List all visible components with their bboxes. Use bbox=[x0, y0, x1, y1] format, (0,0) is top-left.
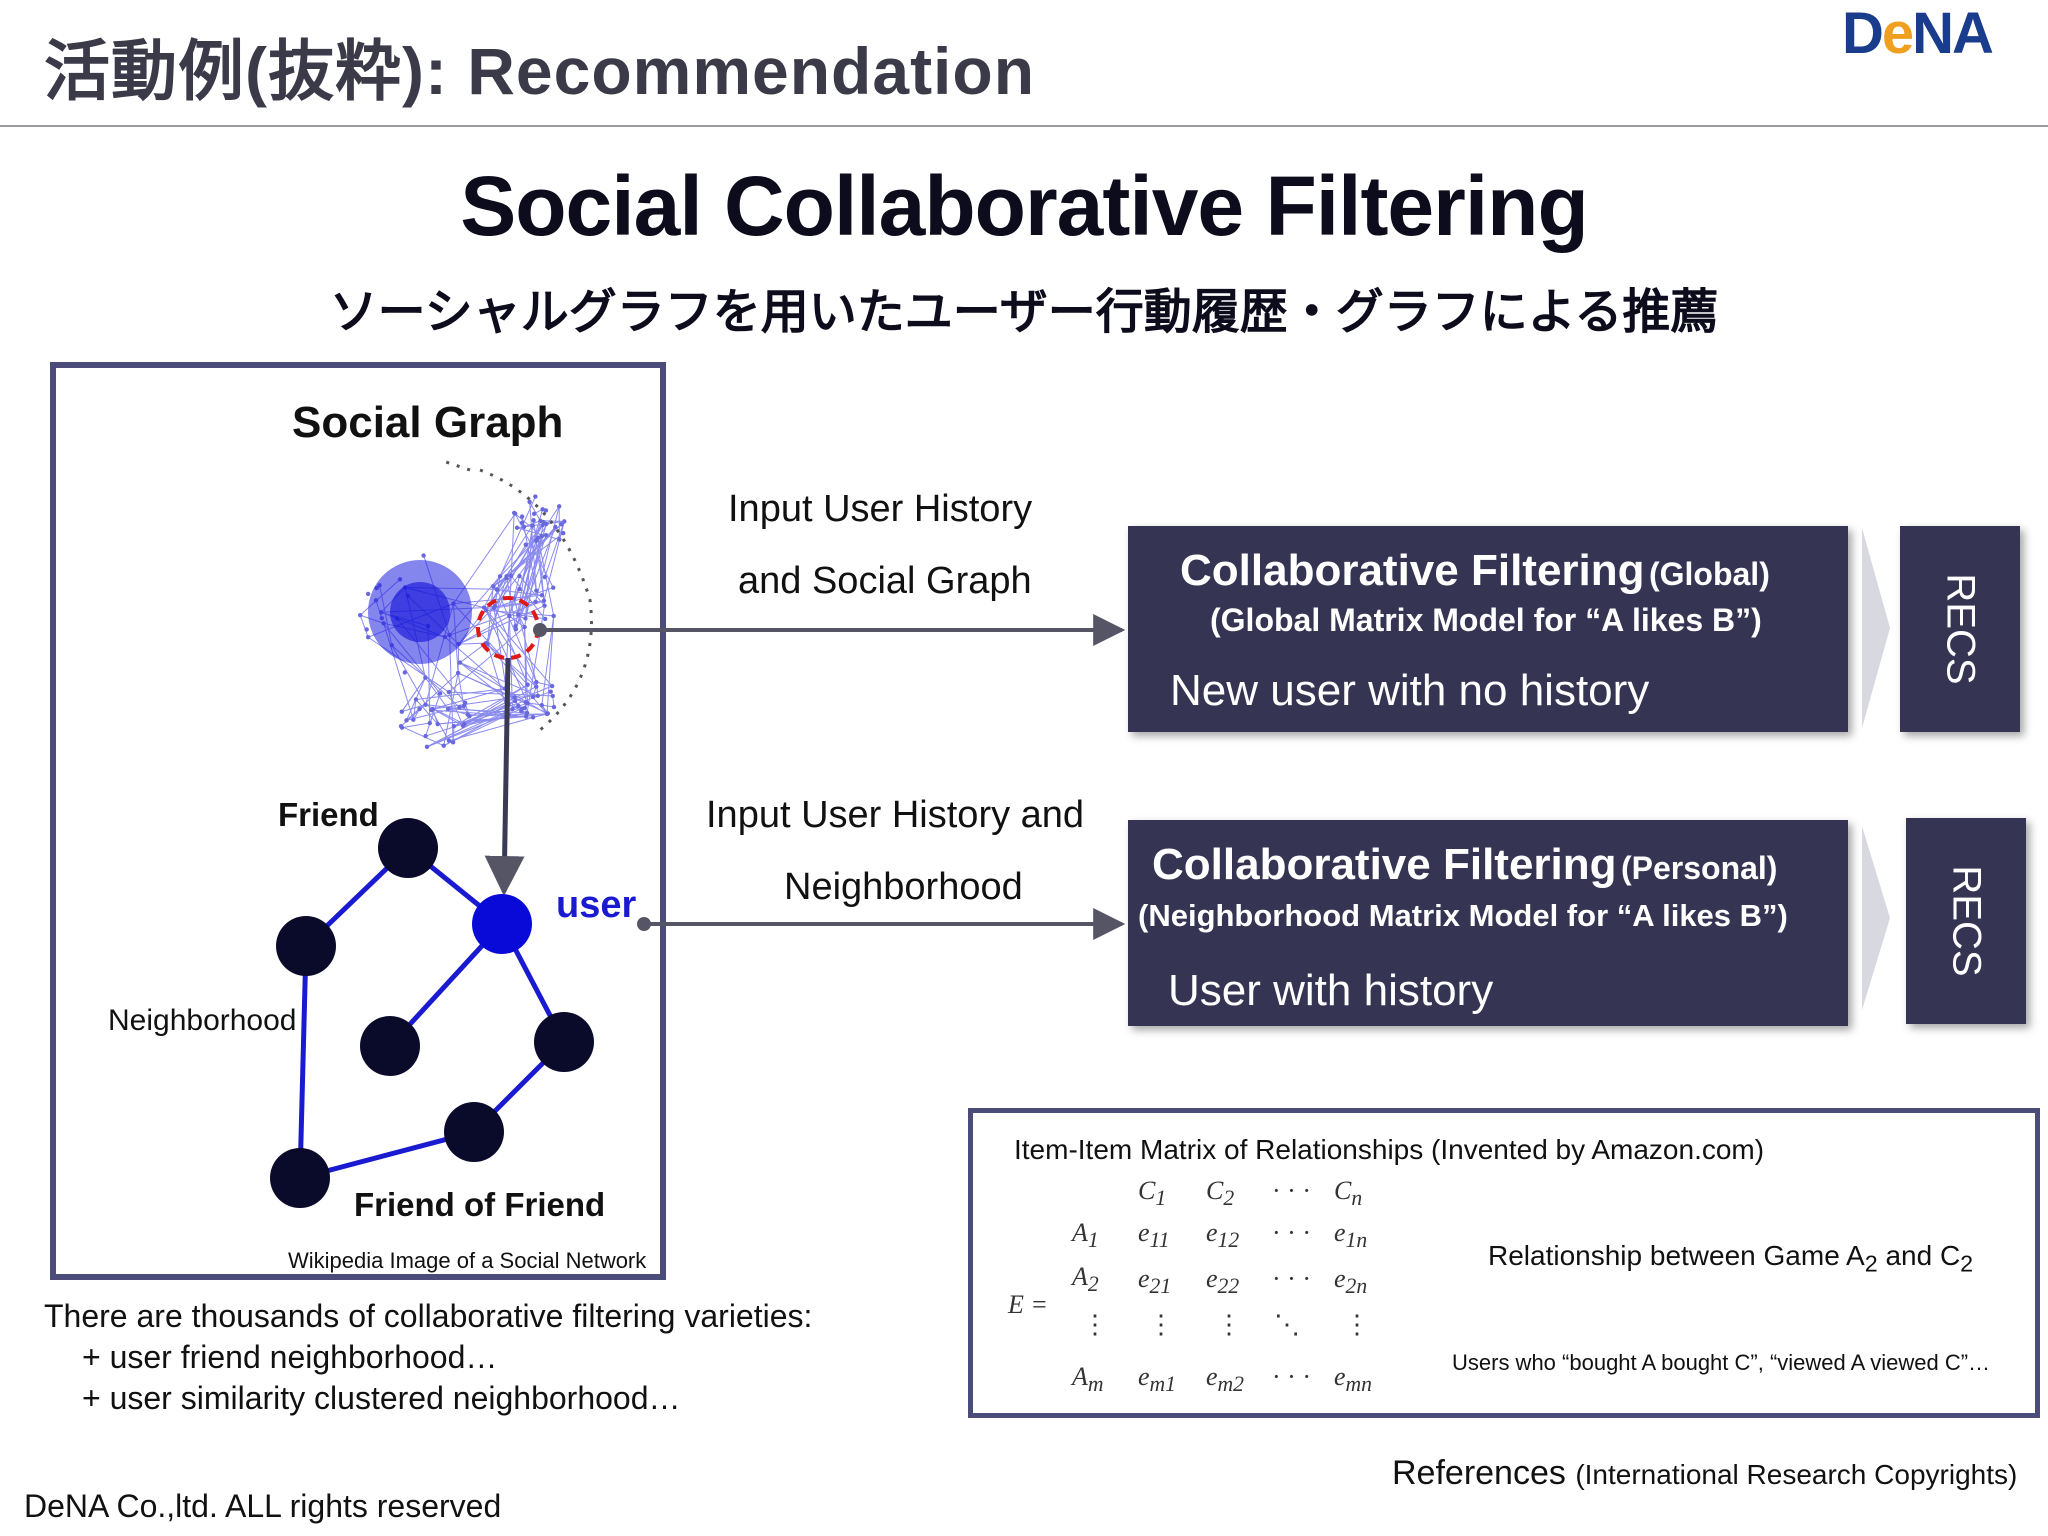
friend-node bbox=[378, 818, 438, 878]
cf-personal-tag: (Personal) bbox=[1620, 850, 1778, 886]
slide-title: Social Collaborative Filtering bbox=[460, 159, 1589, 253]
neighborhood-label: Neighborhood bbox=[108, 1004, 297, 1037]
dena-logo: DeNA bbox=[1842, 1, 1994, 66]
cf-personal-title: Collaborative Filtering bbox=[1152, 840, 1617, 889]
relationship-note: Relationship between Game A2 and C2 bbox=[1488, 1240, 1974, 1277]
cf-global-title: Collaborative Filtering bbox=[1180, 546, 1645, 595]
references: References (International Research Copyr… bbox=[1392, 1454, 2018, 1492]
slide-subtitle: ソーシャルグラフを用いたユーザー行動履歴・グラフによる推薦 bbox=[329, 286, 1719, 339]
graph-node bbox=[360, 1016, 420, 1076]
header-divider bbox=[0, 125, 2048, 127]
cf-personal-box: Collaborative Filtering (Personal) (Neig… bbox=[1128, 820, 1848, 1026]
friend-label: Friend bbox=[278, 796, 379, 833]
user-node bbox=[472, 894, 532, 954]
cf-personal-desc: User with history bbox=[1168, 966, 1494, 1015]
cf-personal-subtitle: (Neighborhood Matrix Model for “A likes … bbox=[1138, 898, 1788, 933]
input-label-1b: and Social Graph bbox=[738, 560, 1032, 602]
graph-node bbox=[276, 916, 336, 976]
copyright-footer: DeNA Co.,ltd. ALL rights reserved bbox=[24, 1488, 502, 1524]
recs-personal-label: RECS bbox=[1944, 865, 1989, 977]
varieties-text: There are thousands of collaborative fil… bbox=[44, 1298, 813, 1416]
user-label: user bbox=[556, 884, 637, 926]
friend-of-friend-node bbox=[270, 1148, 330, 1208]
recs-personal: RECS bbox=[1906, 818, 2026, 1024]
recs-global: RECS bbox=[1900, 526, 2020, 732]
graph-node bbox=[534, 1012, 594, 1072]
item-item-matrix-panel bbox=[968, 1108, 2040, 1418]
graph-node bbox=[444, 1102, 504, 1162]
recs-global-label: RECS bbox=[1938, 573, 1983, 685]
social-graph-panel bbox=[50, 362, 666, 1280]
cf-global-subtitle: (Global Matrix Model for “A likes B”) bbox=[1210, 602, 1762, 638]
chevron-right-icon bbox=[1862, 528, 1890, 728]
cf-global-desc: New user with no history bbox=[1170, 666, 1650, 715]
matrix-title: Item-Item Matrix of Relationships (Inven… bbox=[1014, 1134, 1765, 1165]
input-label-1a: Input User History bbox=[728, 488, 1033, 530]
input-label-2a: Input User History and bbox=[706, 794, 1085, 836]
header-title: 活動例(抜粋): Recommendation bbox=[44, 34, 1036, 108]
users-note: Users who “bought A bought C”, “viewed A… bbox=[1452, 1350, 1991, 1375]
cf-global-box: Collaborative Filtering (Global) (Global… bbox=[1128, 526, 1848, 732]
cf-global-tag: (Global) bbox=[1648, 556, 1770, 592]
down-arrow bbox=[484, 657, 525, 896]
friend-of-friend-label: Friend of Friend bbox=[354, 1186, 606, 1223]
image-caption: Wikipedia Image of a Social Network bbox=[288, 1248, 647, 1273]
friend-graph-edges bbox=[297, 846, 567, 1181]
chevron-right-icon bbox=[1862, 826, 1890, 1010]
input-label-2b: Neighborhood bbox=[784, 866, 1023, 908]
social-graph-title: Social Graph bbox=[292, 398, 564, 447]
social-network-image bbox=[357, 458, 593, 750]
